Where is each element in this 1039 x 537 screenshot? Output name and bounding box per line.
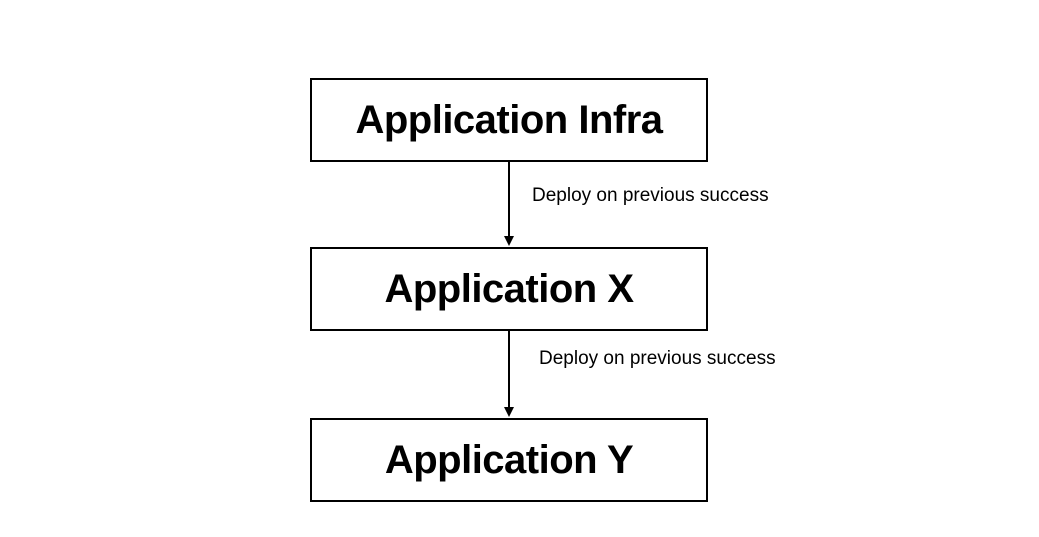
node-application-y: Application Y <box>310 418 708 502</box>
node-label: Application X <box>384 266 634 311</box>
node-application-infra: Application Infra <box>310 78 708 162</box>
edge-arrow-x-to-y <box>504 331 514 417</box>
node-label: Application Y <box>384 437 634 482</box>
edge-label-x-to-y: Deploy on previous success <box>539 348 776 369</box>
edge-label-infra-to-x: Deploy on previous success <box>532 185 769 206</box>
edge-arrow-infra-to-x <box>504 162 514 246</box>
node-application-x: Application X <box>310 247 708 331</box>
node-label: Application Infra <box>355 97 663 142</box>
